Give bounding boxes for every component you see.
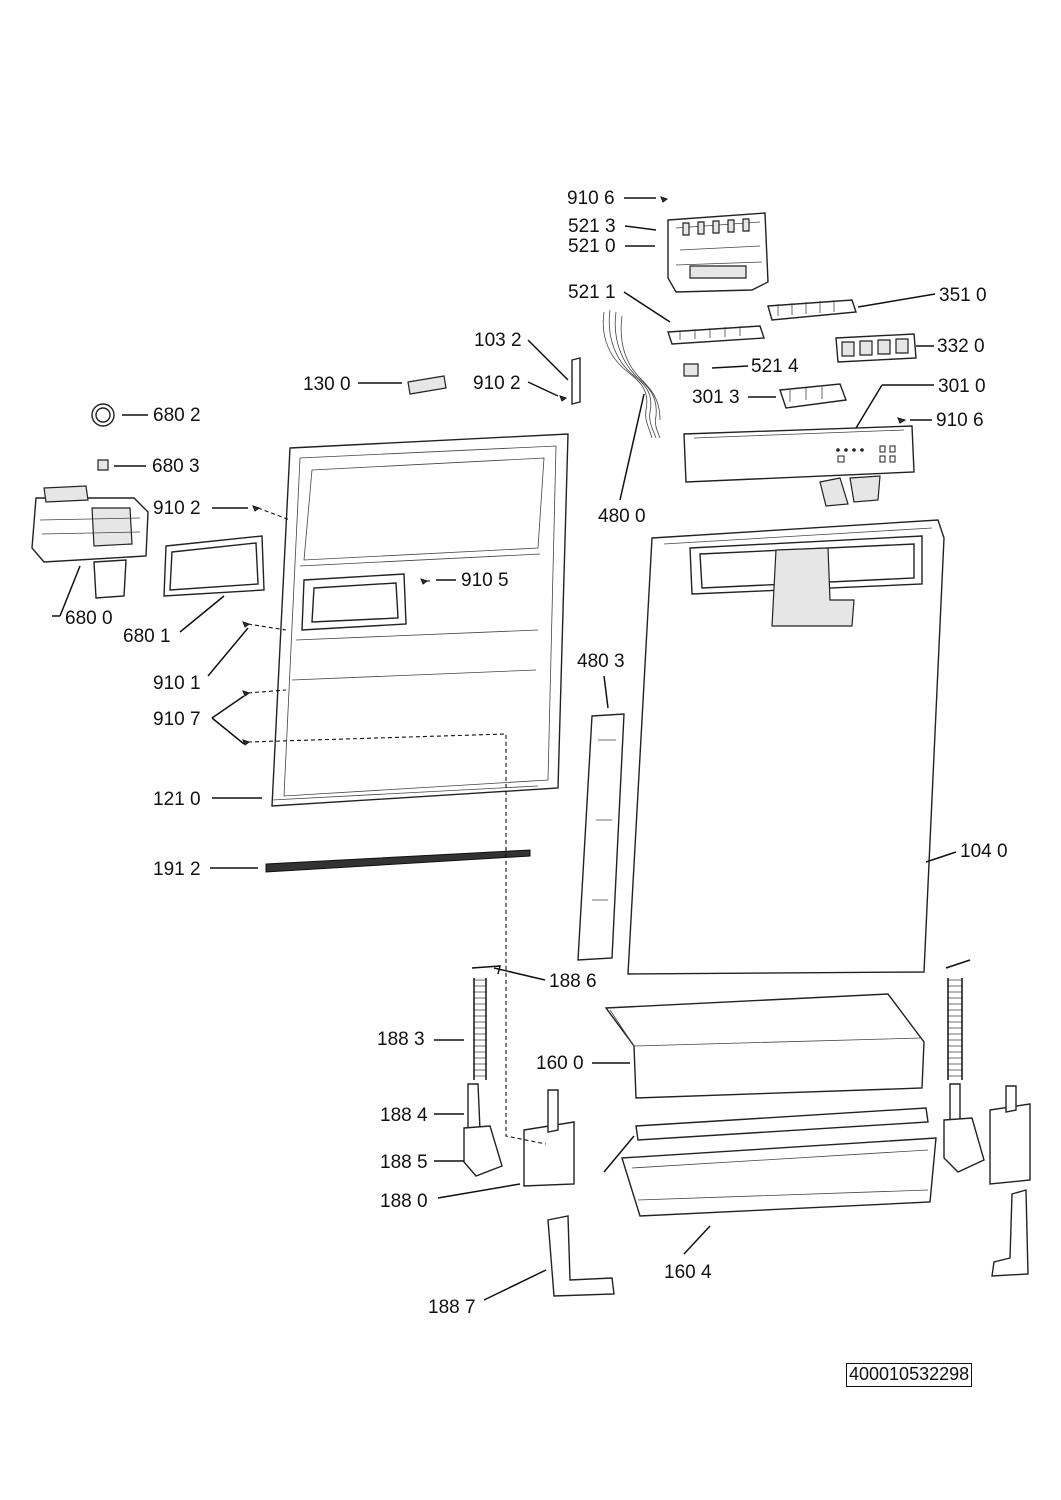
callout-480-0: 480 0	[598, 506, 646, 527]
callout-680-3: 680 3	[152, 456, 200, 477]
button-block	[835, 333, 917, 363]
callout-130-0: 130 0	[303, 374, 351, 395]
left-hinge-assembly	[463, 965, 575, 1187]
callout-910-5: 910 5	[461, 570, 509, 591]
callout-104-0: 104 0	[960, 841, 1008, 862]
door-latch	[407, 375, 447, 395]
screw-910-6-right	[897, 417, 907, 424]
screw-910-7-b	[242, 739, 251, 746]
pcb-strip-521-1	[667, 325, 765, 345]
leader-lines	[52, 197, 957, 1301]
screw-910-7-a	[242, 690, 251, 697]
callout-188-5: 188 5	[380, 1152, 428, 1173]
callout-160-4: 160 4	[664, 1262, 712, 1283]
callout-521-4: 521 4	[751, 356, 799, 377]
detergent-dispenser	[31, 485, 149, 599]
dispenser-gasket	[163, 535, 265, 597]
callout-121-0: 121 0	[153, 789, 201, 810]
callout-521-0: 521 0	[568, 236, 616, 257]
callout-910-2-upper: 910 2	[473, 373, 521, 394]
callout-188-6: 188 6	[549, 971, 597, 992]
callout-351-0: 351 0	[939, 285, 987, 306]
switch-module	[779, 383, 847, 409]
control-module-housing	[667, 212, 769, 293]
kickplate	[621, 1137, 937, 1217]
kick-strip	[635, 1107, 929, 1141]
callout-910-1: 910 1	[153, 673, 201, 694]
screw-910-2-left	[252, 505, 261, 512]
small-connector	[683, 363, 699, 377]
callout-191-2: 191 2	[153, 859, 201, 880]
screw-910-5	[420, 578, 429, 585]
callout-188-0: 188 0	[380, 1191, 428, 1212]
callout-188-3: 188 3	[377, 1029, 425, 1050]
callout-301-3: 301 3	[692, 387, 740, 408]
callout-521-1: 521 1	[568, 282, 616, 303]
callout-910-6-right: 910 6	[936, 410, 984, 431]
plinth-cover	[604, 993, 925, 1099]
callout-910-2-left: 910 2	[153, 498, 201, 519]
callout-188-7: 188 7	[428, 1297, 476, 1318]
callout-103-2: 103 2	[474, 330, 522, 351]
callout-910-7: 910 7	[153, 709, 201, 730]
callout-301-0: 301 0	[938, 376, 986, 397]
callout-680-0: 680 0	[65, 608, 113, 629]
outer-door-panel	[627, 519, 945, 975]
callout-160-0: 160 0	[536, 1053, 584, 1074]
control-panel	[683, 425, 915, 507]
callout-188-4: 188 4	[380, 1105, 428, 1126]
small-cap	[97, 459, 109, 471]
callout-680-2: 680 2	[153, 405, 201, 426]
document-number: 400010532298	[846, 1363, 973, 1387]
callout-332-0: 332 0	[937, 336, 985, 357]
wire-harness	[602, 309, 661, 439]
screw-910-2-upper	[559, 395, 568, 402]
callout-680-1: 680 1	[123, 626, 171, 647]
callout-521-3: 521 3	[568, 216, 616, 237]
door-seal-strip	[265, 849, 531, 873]
screw-910-1	[242, 621, 251, 628]
screw-910-6-top	[660, 196, 669, 203]
inner-door-panel	[271, 433, 569, 807]
lower-hinge-bracket	[547, 1215, 615, 1297]
cable-channel	[577, 713, 625, 961]
pcb-strip-351	[767, 299, 857, 321]
bracket-103-2	[571, 357, 581, 405]
callout-910-6-top: 910 6	[567, 188, 615, 209]
right-hinge-assembly	[943, 959, 1031, 1277]
callout-480-3: 480 3	[577, 651, 625, 672]
